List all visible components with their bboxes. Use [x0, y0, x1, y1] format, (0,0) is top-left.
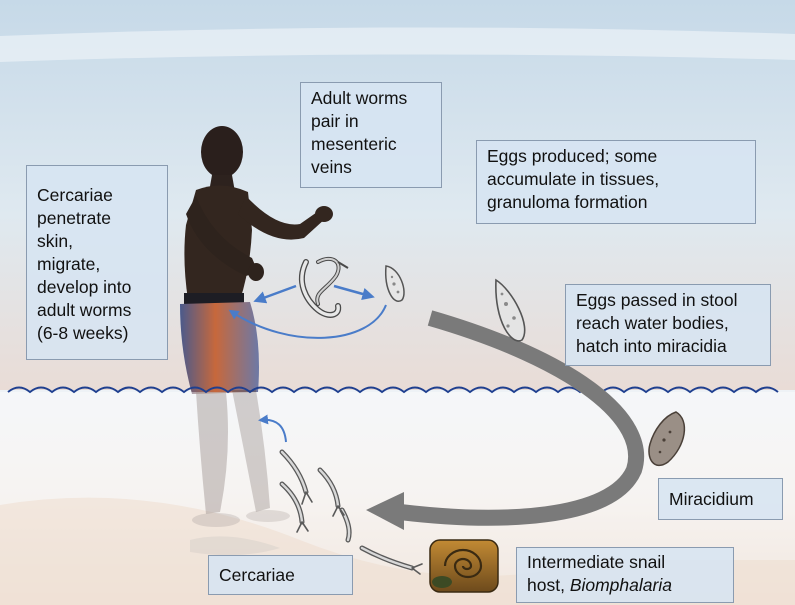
- label-line: granuloma formation: [487, 191, 745, 214]
- label-line: pair in: [311, 110, 431, 133]
- label-line: skin,: [37, 230, 157, 253]
- label-line: Miracidium: [669, 488, 772, 511]
- label-line: penetrate: [37, 207, 157, 230]
- snail-host-label-box: Intermediate snail host, Biomphalaria: [516, 547, 734, 603]
- label-line: mesenteric: [311, 133, 431, 156]
- label-line: accumulate in tissues,: [487, 168, 745, 191]
- label-line: Cercariae: [219, 564, 342, 587]
- label-line: hatch into miracidia: [576, 335, 760, 358]
- label-line: (6-8 weeks): [37, 322, 157, 345]
- genus-name: Biomphalaria: [570, 575, 672, 595]
- label-line: adult worms: [37, 299, 157, 322]
- label-text: host,: [527, 575, 570, 595]
- label-line: Cercariae: [37, 184, 157, 207]
- label-line: host, Biomphalaria: [527, 574, 723, 597]
- label-line: Eggs passed in stool: [576, 289, 760, 312]
- miracidium-label-box: Miracidium: [658, 478, 783, 520]
- label-line: Intermediate snail: [527, 551, 723, 574]
- eggs-produced-label-box: Eggs produced; some accumulate in tissue…: [476, 140, 756, 224]
- snail-icon: [430, 540, 498, 592]
- cercariae-label-box: Cercariae: [208, 555, 353, 595]
- adult-worms-label-box: Adult worms pair in mesenteric veins: [300, 82, 442, 188]
- eggs-passed-label-box: Eggs passed in stool reach water bodies,…: [565, 284, 771, 366]
- label-line: Adult worms: [311, 87, 431, 110]
- label-line: migrate,: [37, 253, 157, 276]
- label-line: Eggs produced; some: [487, 145, 745, 168]
- label-line: veins: [311, 156, 431, 179]
- label-line: reach water bodies,: [576, 312, 760, 335]
- cercariae-penetrate-label-box: Cercariae penetrate skin, migrate, devel…: [26, 165, 168, 360]
- label-line: develop into: [37, 276, 157, 299]
